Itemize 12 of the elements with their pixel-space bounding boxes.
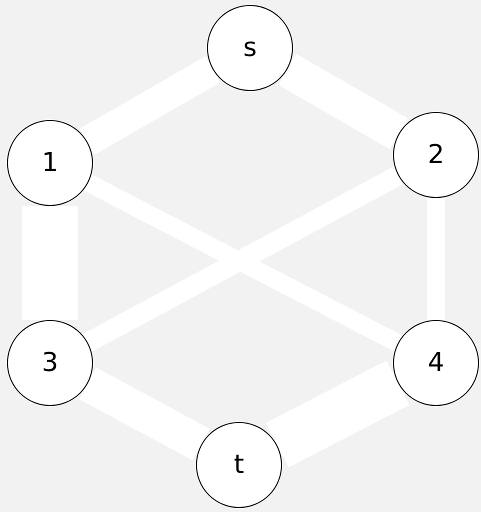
edge-band — [79, 368, 210, 460]
edge-band — [427, 198, 445, 320]
edge-band — [80, 56, 220, 155]
node-label: 2 — [428, 142, 444, 168]
edge-band — [22, 206, 78, 320]
node-label: s — [243, 35, 257, 61]
edge-band — [278, 54, 408, 150]
node-label: 4 — [428, 350, 444, 376]
node-label: 3 — [42, 350, 58, 376]
node-label: t — [234, 452, 244, 478]
node-label: 1 — [42, 150, 58, 176]
edge-band — [266, 360, 410, 468]
